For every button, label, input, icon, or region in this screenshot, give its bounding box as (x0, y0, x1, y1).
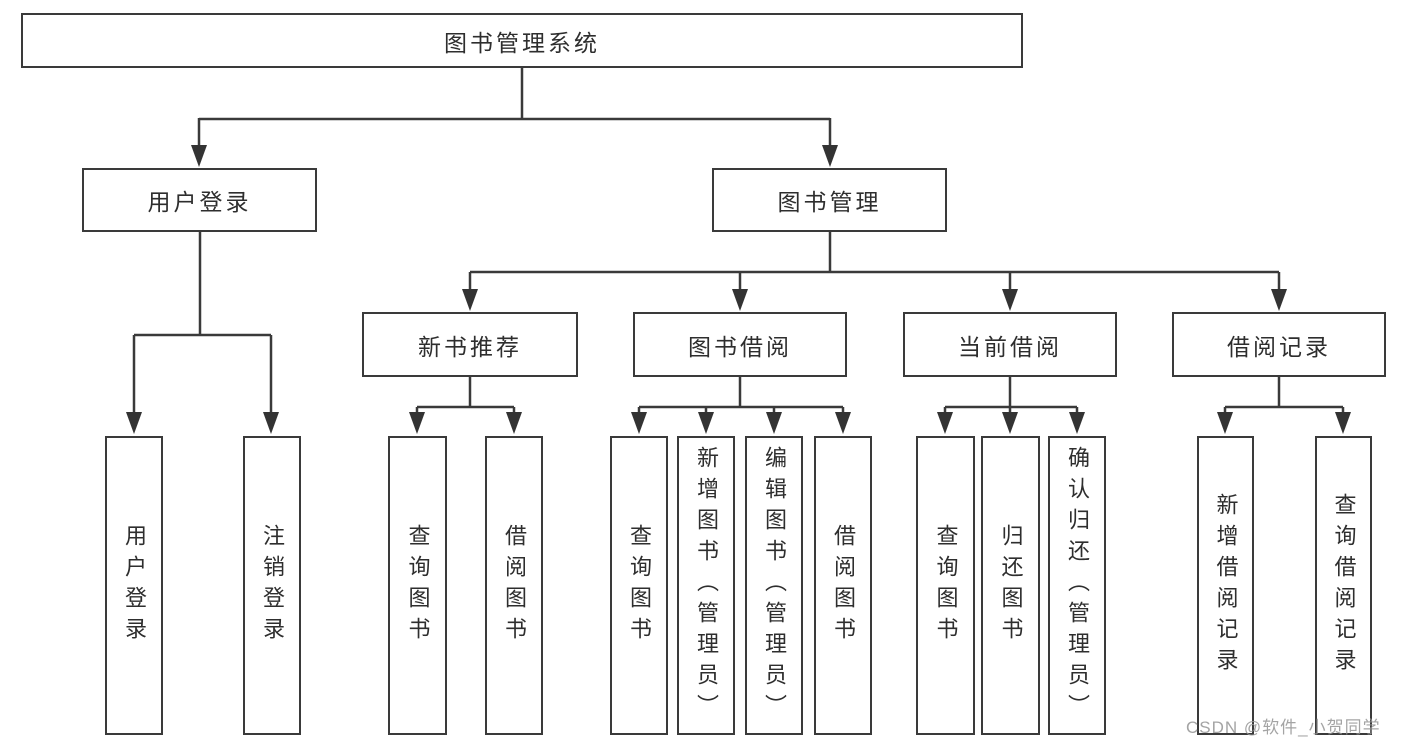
leaf-add-borrow-record: 新增借阅记录 (1197, 436, 1254, 735)
leaf-borrow-books-borrowing: 借阅图书 (814, 436, 872, 735)
leaf-query-books-recommend: 查询图书 (388, 436, 447, 735)
node-label: 借阅图书 (831, 523, 856, 648)
node-label: 用户登录 (122, 523, 147, 648)
node-label: 当前借阅 (958, 333, 1062, 360)
tree-node-book-borrowing: 图书借阅 (633, 312, 847, 377)
tree-node-user-login: 用户登录 (82, 168, 317, 232)
tree-node-book-management: 图书管理 (712, 168, 947, 232)
leaf-return-book: 归还图书 (981, 436, 1040, 735)
leaf-query-borrow-record: 查询借阅记录 (1315, 436, 1372, 735)
leaf-add-book-admin: 新增图书（管理员） (677, 436, 735, 735)
node-label: 图书管理系统 (444, 29, 600, 56)
node-label: 查询图书 (405, 523, 431, 648)
leaf-logout: 注销登录 (243, 436, 301, 735)
node-label: 新增借阅记录 (1213, 492, 1239, 679)
node-label: 确认归还（管理员） (1065, 446, 1090, 725)
leaf-query-books-borrowing: 查询图书 (610, 436, 668, 735)
leaf-confirm-return-admin: 确认归还（管理员） (1048, 436, 1106, 735)
node-label: 借阅图书 (502, 523, 527, 648)
tree-node-current-borrowing: 当前借阅 (903, 312, 1117, 377)
node-label: 图书管理 (777, 189, 882, 215)
node-label: 查询借阅记录 (1331, 492, 1357, 679)
node-label: 新书推荐 (418, 333, 522, 360)
node-label: 新增图书（管理员） (694, 446, 719, 725)
leaf-query-books-current: 查询图书 (916, 436, 975, 735)
leaf-edit-book-admin: 编辑图书（管理员） (745, 436, 803, 735)
node-label: 编辑图书（管理员） (762, 446, 787, 725)
leaf-user-login: 用户登录 (105, 436, 163, 735)
node-label: 归还图书 (998, 523, 1024, 648)
node-label: 图书借阅 (688, 333, 792, 360)
node-label: 查询图书 (933, 523, 959, 648)
leaf-borrow-books-recommend: 借阅图书 (485, 436, 543, 735)
node-label: 用户登录 (147, 189, 252, 215)
node-label: 查询图书 (627, 523, 652, 648)
tree-node-new-book-recommend: 新书推荐 (362, 312, 578, 377)
tree-node-borrowing-records: 借阅记录 (1172, 312, 1386, 377)
node-label: 借阅记录 (1227, 333, 1331, 360)
node-label: 注销登录 (260, 523, 285, 648)
tree-node-root: 图书管理系统 (21, 13, 1023, 68)
arrowheads (126, 145, 1351, 434)
